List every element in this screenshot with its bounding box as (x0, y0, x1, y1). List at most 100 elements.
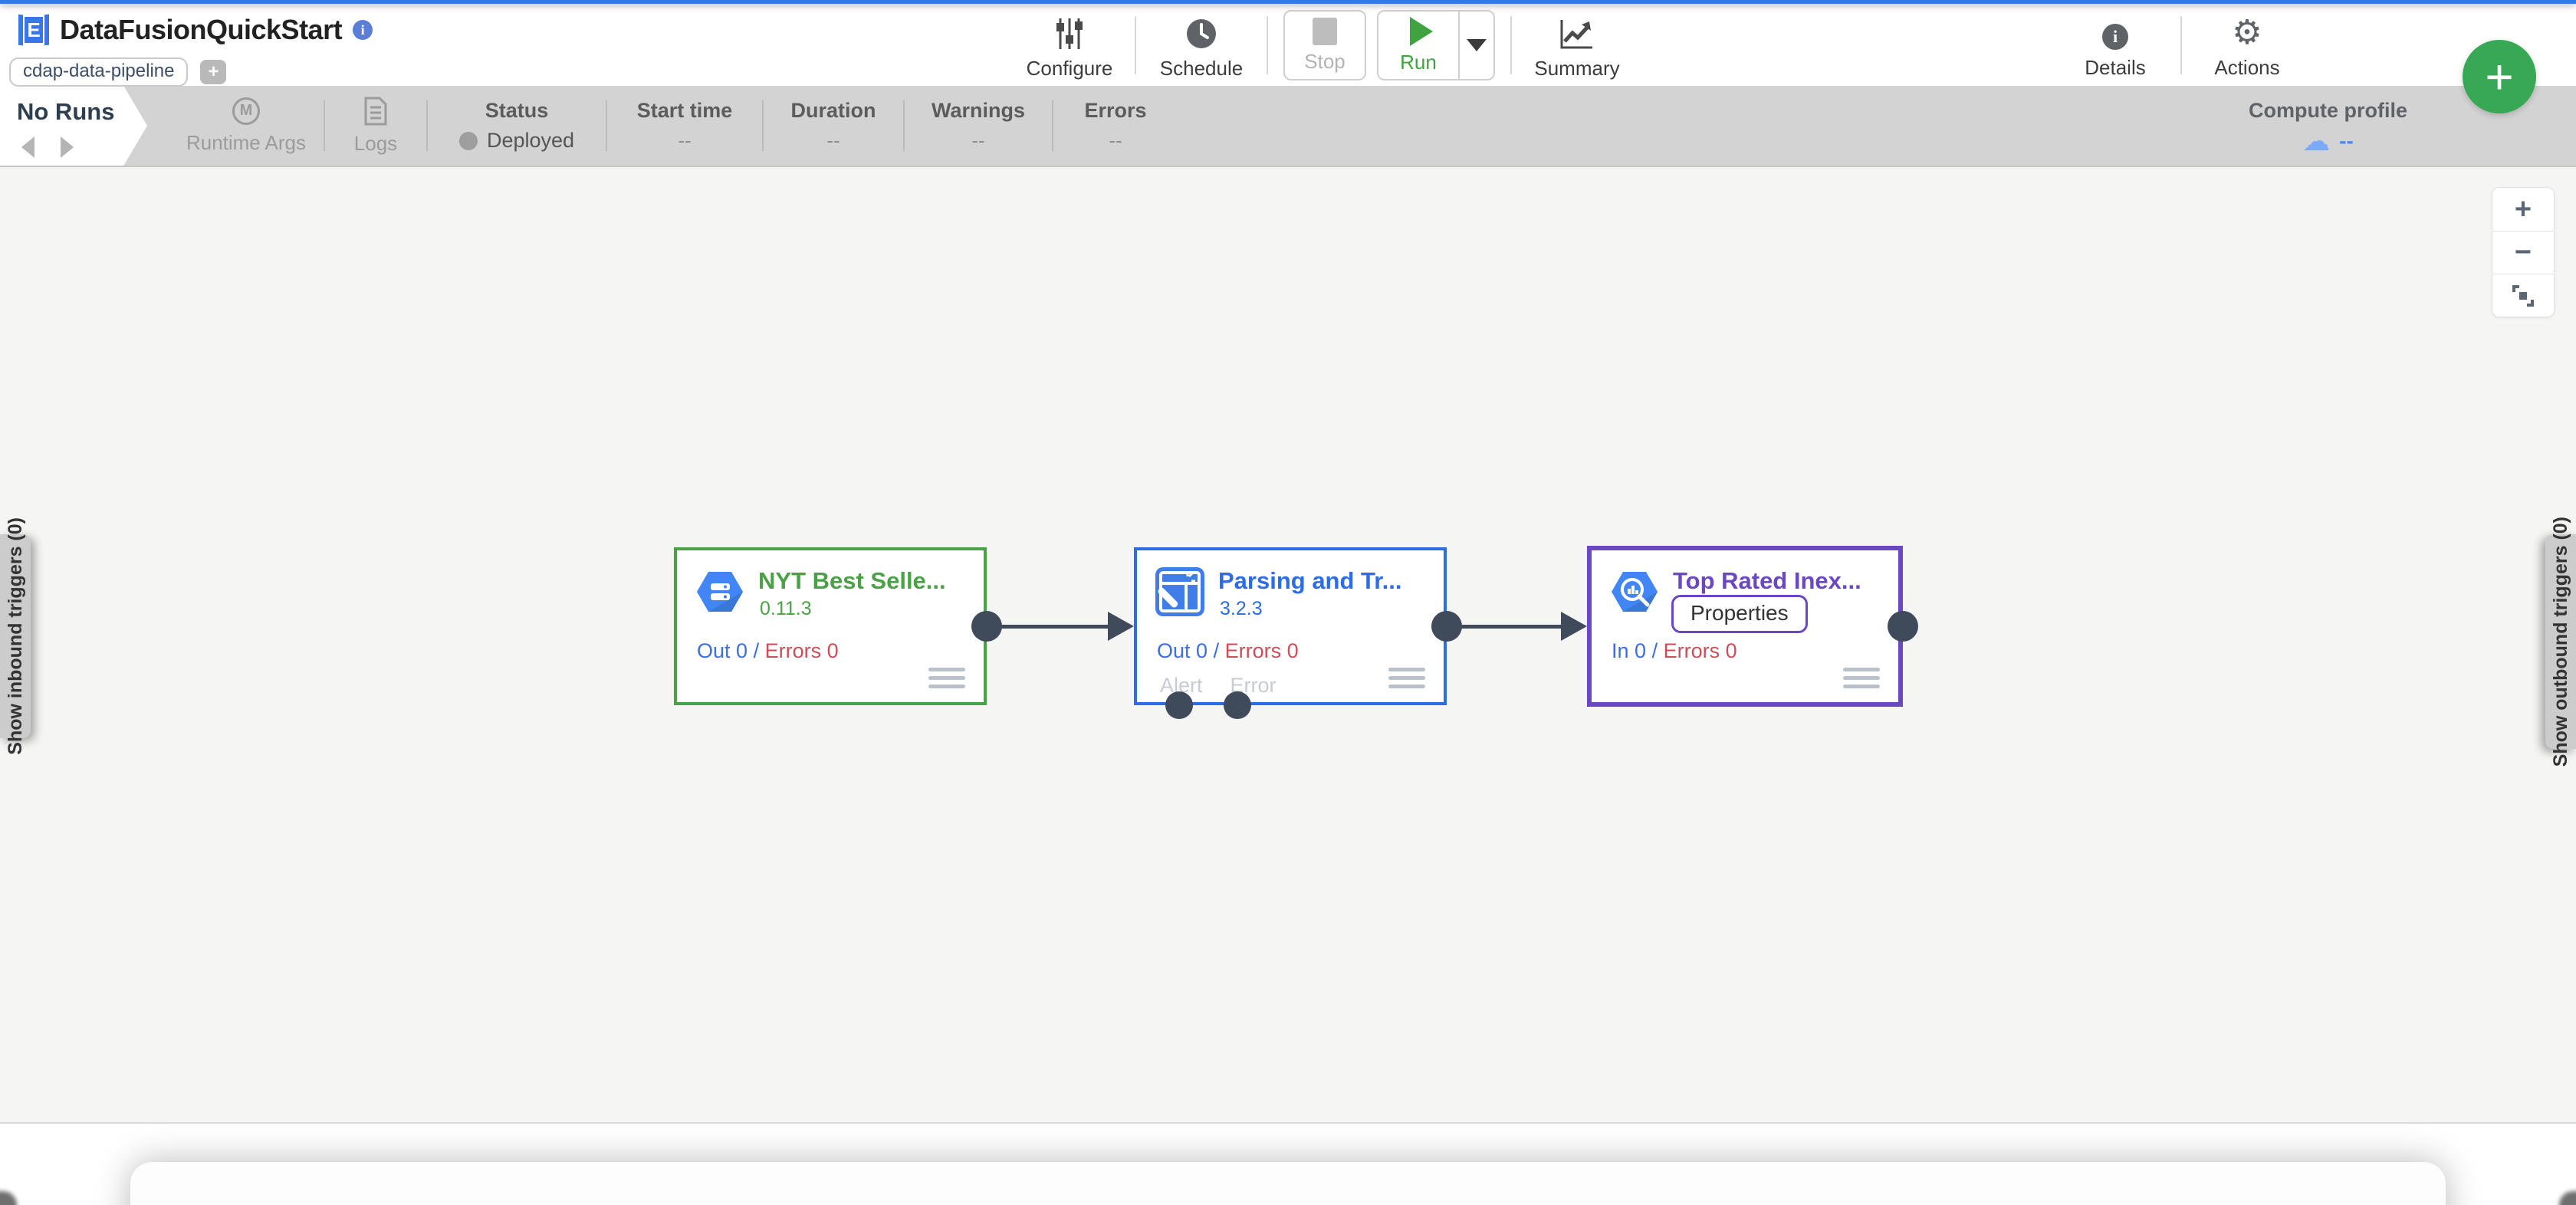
node-nyt-best-sellers[interactable]: NYT Best Selle... 0.11.3 Out 0 / Errors … (674, 547, 987, 705)
inbound-triggers-tab[interactable]: Show inbound triggers (0) (0, 517, 31, 755)
bottom-left-corner-shadow (0, 1191, 17, 1205)
pipeline-header: E DataFusionQuickStart i cdap-data-pipel… (0, 4, 2576, 87)
compute-profile-column[interactable]: Compute profile ☁ -- (2249, 86, 2407, 166)
run-button-group: Run (1377, 10, 1495, 80)
zoom-out-button[interactable]: − (2492, 231, 2554, 274)
duration-column: Duration -- (776, 86, 891, 166)
status-dot-icon (458, 131, 478, 150)
document-icon (364, 97, 387, 126)
next-section-sheet (130, 1162, 2446, 1205)
toolbar-divider (2180, 15, 2182, 74)
title-info-icon[interactable]: i (353, 20, 373, 40)
node-title: Parsing and Tr... (1218, 567, 1402, 594)
next-run-arrow[interactable] (61, 136, 74, 158)
compute-profile-header: Compute profile (2249, 98, 2407, 122)
node-metrics: In 0 / Errors 0 (1612, 639, 1737, 663)
summary-label: Summary (1534, 56, 1620, 80)
node-version: 0.11.3 (760, 598, 812, 619)
errors-column: Errors -- (1066, 86, 1165, 166)
chart-icon (1559, 15, 1595, 51)
previous-run-arrow[interactable] (21, 136, 34, 158)
node-menu-icon[interactable] (1843, 668, 1880, 688)
node2-alert-port[interactable] (1165, 691, 1193, 719)
wrangler-icon (1155, 567, 1204, 616)
node-menu-icon[interactable] (928, 668, 965, 688)
compute-profile-value: -- (2339, 128, 2354, 153)
runs-count-label: No Runs (17, 98, 115, 125)
fit-to-screen-button[interactable] (2492, 274, 2554, 317)
inbound-triggers-label: Show inbound triggers (0) (4, 517, 26, 755)
pipeline-canvas[interactable]: + − Show inbound triggers (0) Show outbo… (0, 167, 2576, 1124)
run-status-bar: No Runs M Runtime Args Logs Status Deplo… (0, 86, 2576, 167)
info-circle-icon: i (2102, 15, 2128, 50)
warnings-column: Warnings -- (917, 86, 1040, 166)
logo-left-wing (18, 14, 23, 46)
errors-count: Errors 0 (764, 639, 839, 662)
node-title: NYT Best Selle... (758, 567, 946, 594)
details-button[interactable]: i Details (2065, 10, 2165, 80)
node1-output-port[interactable] (971, 611, 1002, 642)
brand-block: E DataFusionQuickStart i cdap-data-pipel… (9, 13, 373, 87)
actions-label: Actions (2214, 56, 2280, 79)
outbound-triggers-label: Show outbound triggers (0) (2549, 516, 2571, 767)
details-label: Details (2085, 56, 2146, 79)
status-column: Status Deployed (440, 86, 593, 166)
node3-output-port[interactable] (1888, 611, 1918, 642)
start-time-header: Start time (636, 99, 733, 122)
run-options-dropdown[interactable] (1458, 11, 1493, 79)
run-bar-divider (903, 100, 905, 151)
sliders-icon (1054, 15, 1085, 51)
out-count: Out 0 (1157, 639, 1208, 662)
add-pipeline-fab[interactable]: + (2463, 40, 2536, 113)
status-header: Status (485, 99, 549, 122)
actions-button[interactable]: ⚙ Actions (2197, 10, 2297, 80)
runtime-args-button[interactable]: M Runtime Args (181, 86, 311, 166)
node2-error-port[interactable] (1224, 691, 1251, 719)
node-metrics: Out 0 / Errors 0 (697, 639, 839, 663)
cloud-icon: ☁ (2302, 124, 2331, 156)
metrics-separator: / (1213, 639, 1220, 662)
node-top-rated[interactable]: Top Rated Inex... Properties In 0 / Erro… (1587, 546, 1903, 707)
cdap-pipeline-logo-icon: E (18, 13, 49, 47)
stop-square-icon (1313, 17, 1337, 45)
clock-icon (1184, 15, 1218, 51)
logs-label: Logs (353, 131, 398, 155)
run-bar-divider (324, 100, 325, 151)
fit-to-screen-icon (2512, 284, 2534, 307)
properties-button[interactable]: Properties (1671, 595, 1808, 633)
bottom-panel-edge (0, 1125, 2576, 1205)
logs-button[interactable]: Logs (337, 86, 414, 166)
node-menu-icon[interactable] (1388, 668, 1425, 688)
zoom-in-button[interactable]: + (2492, 188, 2554, 231)
configure-label: Configure (1026, 56, 1113, 80)
stop-label: Stop (1304, 49, 1346, 73)
errors-count: Errors 0 (1224, 639, 1299, 662)
add-tag-button[interactable]: + (200, 60, 227, 84)
bigquery-hexagon-icon (1610, 567, 1659, 616)
run-button[interactable]: Run (1378, 11, 1458, 79)
page-title: DataFusionQuickStart (60, 14, 343, 45)
run-bar-divider (762, 100, 764, 151)
node2-output-port[interactable] (1431, 611, 1462, 642)
runtime-args-icon: M (232, 97, 260, 125)
logo-right-wing (44, 14, 49, 46)
plus-icon: + (2485, 49, 2514, 104)
runs-navigator: No Runs (0, 86, 147, 166)
out-count: Out 0 (697, 639, 748, 662)
status-value: Deployed (486, 129, 575, 152)
run-label: Run (1400, 50, 1437, 74)
stop-button[interactable]: Stop (1283, 10, 1366, 80)
duration-value: -- (826, 129, 840, 152)
duration-header: Duration (790, 99, 876, 122)
configure-button[interactable]: Configure (1020, 11, 1119, 80)
node-parsing-transform[interactable]: Parsing and Tr... 3.2.3 Out 0 / Errors 0… (1134, 547, 1447, 705)
warnings-header: Warnings (931, 99, 1025, 122)
schedule-button[interactable]: Schedule (1152, 11, 1251, 80)
metrics-separator: / (753, 639, 760, 662)
outbound-triggers-tab[interactable]: Show outbound triggers (0) (2545, 517, 2576, 767)
play-icon (1410, 16, 1433, 46)
node-title: Top Rated Inex... (1673, 567, 1861, 594)
chevron-down-icon (1467, 39, 1487, 51)
secondary-toolbar: i Details ⚙ Actions (2065, 10, 2297, 80)
summary-button[interactable]: Summary (1527, 11, 1627, 80)
